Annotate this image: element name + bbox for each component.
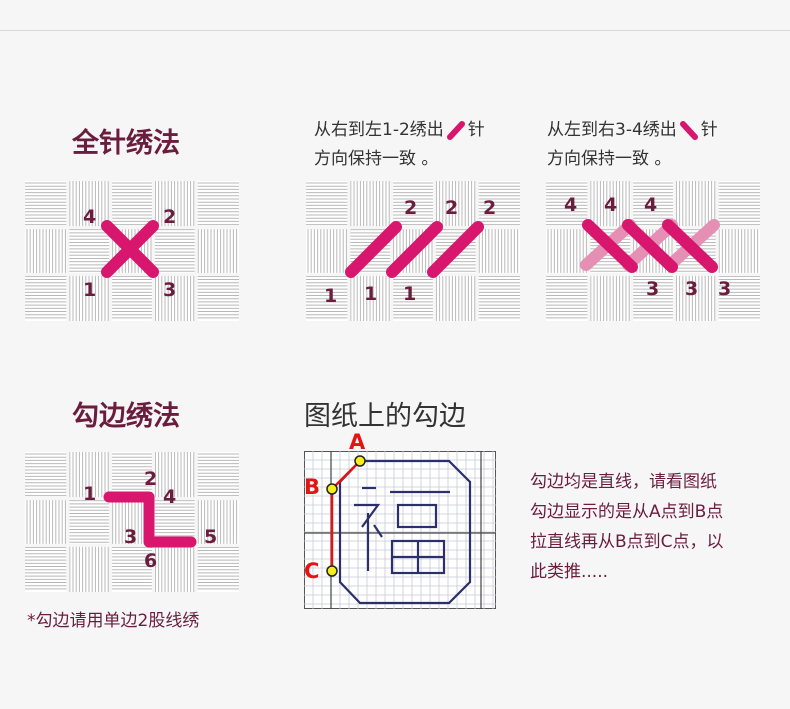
caption-text: 针 [700,120,718,140]
point-a-marker [354,455,366,467]
point-label: 2 [483,197,497,219]
stitch-1-2 [427,221,484,278]
point-b-label: B [304,475,321,499]
point-label: 1 [364,283,378,305]
stitch-backslash-icon [679,121,698,140]
backstitch-panel: 2 1 4 3 5 6 [25,452,239,592]
stitch-slash-icon [446,121,465,140]
stitch-1-2 [101,220,159,278]
cross-row-graphic [580,219,720,273]
point-label: 1 [83,483,97,505]
stitch-1-2 [345,221,402,278]
fabric-weave-4 [25,452,239,592]
point-c-label: C [304,559,320,583]
caption-text: 从右到左1-2绣出 [314,120,444,140]
description-line: 勾边显示的是从A点到B点 [530,502,724,522]
point-label: 4 [163,486,177,508]
point-label: 4 [564,194,578,216]
pattern-description: 勾边均是直线，请看图纸 勾边显示的是从A点到B点 拉直线再从B点到C点，以 此类… [530,467,724,587]
description-line: 此类推..... [530,562,609,582]
point-label: 2 [445,197,459,219]
full-stitch-title: 全针绣法 [72,128,180,159]
backstitch-title: 勾边绣法 [72,401,180,432]
full-stitch-panel: 4 2 1 3 [25,181,239,321]
stitch-1-2 [386,221,443,278]
fabric-weave-1 [25,181,239,321]
point-label: 6 [144,550,158,572]
pattern-chart [304,451,496,609]
caption-text: 方向保持一致 。 [314,149,439,169]
description-line: 勾边均是直线，请看图纸 [530,472,717,492]
pattern-chart-panel: A B C [304,432,496,609]
point-label: 2 [404,197,418,219]
caption-text: 从左到右3-4绣出 [547,120,677,140]
stitch-3-4 [662,219,718,273]
panel2-caption: 从右到左1-2绣出 针 方向保持一致 。 [314,116,485,174]
point-label: 3 [124,526,138,548]
point-label: 5 [204,526,218,548]
point-label: 1 [83,279,97,301]
point-label: 3 [163,279,177,301]
top-divider [0,30,790,31]
point-label: 4 [644,194,658,216]
half-stitch-right-panel: 4 4 4 3 3 3 [546,181,760,321]
point-c-marker [326,565,338,577]
point-label: 4 [83,206,97,228]
pattern-title: 图纸上的勾边 [304,401,466,432]
backstitch-graphic [103,491,197,548]
outline-frame [338,459,472,605]
point-label: 4 [604,194,618,216]
fu-character [354,486,450,575]
half-stitch-graphic [345,221,484,278]
backstitch-path [103,491,197,548]
point-label: 2 [144,468,158,490]
point-label: 3 [646,278,660,300]
stitch-3-4 [622,219,678,273]
caption-text: 方向保持一致 。 [547,149,672,169]
backstitch-note: *勾边请用单边2股线绣 [27,611,200,631]
stitch-3-4 [582,219,638,273]
point-label: 1 [324,285,338,307]
caption-text: 针 [467,120,485,140]
cross-stitch-graphic [101,220,159,278]
panel3-caption: 从左到右3-4绣出 针 方向保持一致 。 [547,116,718,174]
point-label: 1 [403,283,417,305]
point-label: 2 [163,206,177,228]
point-a-label: A [349,430,366,454]
point-label: 3 [685,278,699,300]
half-stitch-left-panel: 2 2 2 1 1 1 [306,181,520,321]
description-line: 拉直线再从B点到C点，以 [530,532,724,552]
point-b-marker [326,483,338,495]
point-label: 3 [718,278,732,300]
